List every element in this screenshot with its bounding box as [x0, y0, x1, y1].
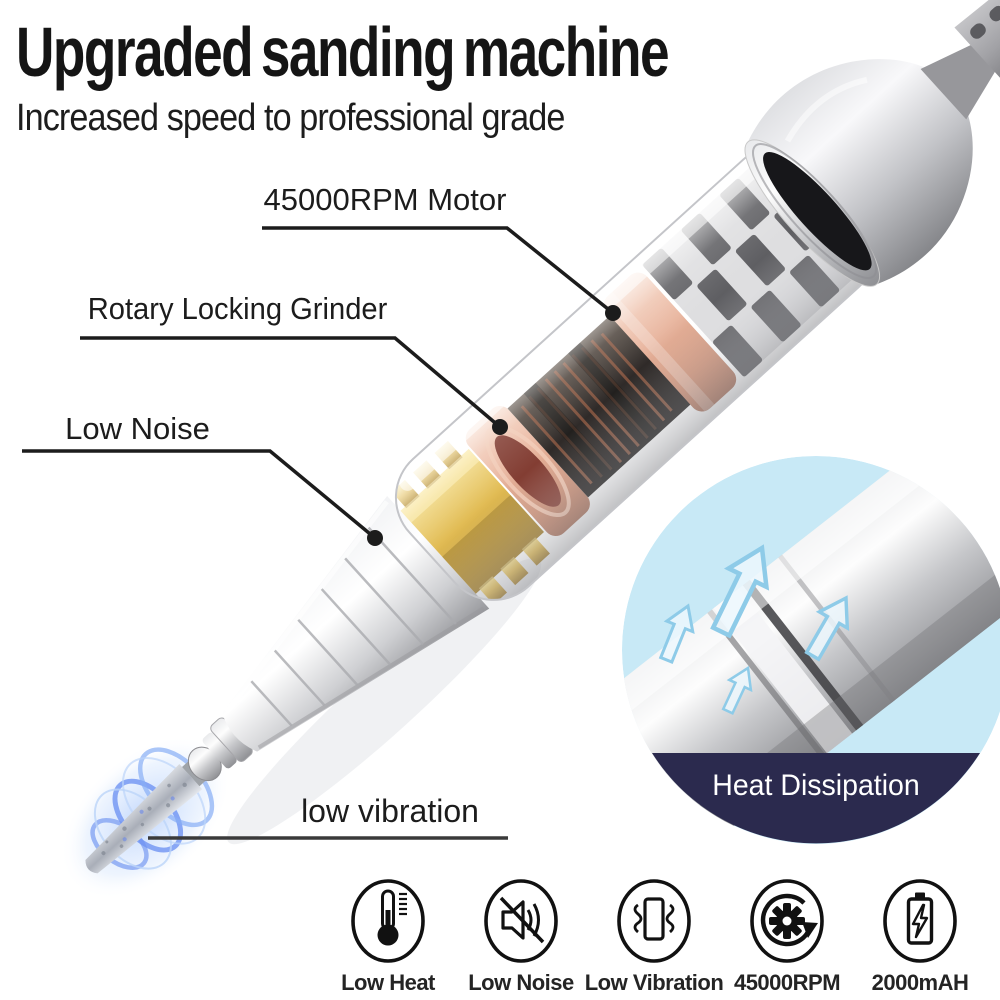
airflow-arrows-icon	[658, 544, 850, 715]
phone-vibration-icon	[617, 879, 691, 963]
inset-banner-label: Heat Dissipation	[712, 769, 920, 802]
callout-vibration-label: low vibration	[301, 793, 479, 829]
feature-low-vibration: Low Vibration	[585, 878, 724, 996]
speaker-muted-icon	[484, 879, 558, 963]
feature-label: 2000mAH	[871, 970, 969, 995]
leader-lines	[22, 226, 615, 840]
feature-low-noise: Low Noise	[459, 878, 583, 996]
nose-cone	[222, 495, 490, 752]
handpiece	[60, 0, 1000, 899]
feature-row: Low Heat Low Noise Low Vibration	[326, 878, 982, 996]
leader-line-noise	[22, 449, 377, 540]
cable	[920, 0, 1000, 120]
thermometer-icon	[351, 879, 425, 963]
end-cap	[744, 59, 973, 287]
battery-bolt-icon	[883, 879, 957, 963]
gear-rotation-icon	[750, 879, 824, 963]
leader-line-motor	[262, 226, 615, 315]
feature-battery: 2000mAH	[858, 878, 982, 996]
feature-label: Low Heat	[341, 970, 435, 995]
callout-grinder-label: Rotary Locking Grinder	[87, 291, 388, 326]
feature-label: Low Vibration	[584, 970, 724, 995]
page-title: Upgraded sanding machine	[16, 13, 670, 91]
inset-banner	[652, 753, 980, 844]
callout-motor-label: 45000RPM Motor	[263, 182, 507, 217]
feature-label: 45000RPM	[733, 970, 841, 995]
page-subtitle: Increased speed to professional grade	[16, 97, 565, 139]
chuck	[182, 717, 253, 787]
drill-bit	[85, 764, 203, 874]
feature-rpm: 45000RPM	[725, 878, 849, 996]
leader-line-grinder	[80, 336, 502, 429]
feature-low-heat: Low Heat	[326, 878, 450, 996]
leader-dots	[367, 305, 621, 546]
feature-label: Low Noise	[468, 970, 574, 995]
heat-dissipation-inset	[622, 456, 1000, 844]
callout-noise-label: Low Noise	[65, 411, 210, 446]
